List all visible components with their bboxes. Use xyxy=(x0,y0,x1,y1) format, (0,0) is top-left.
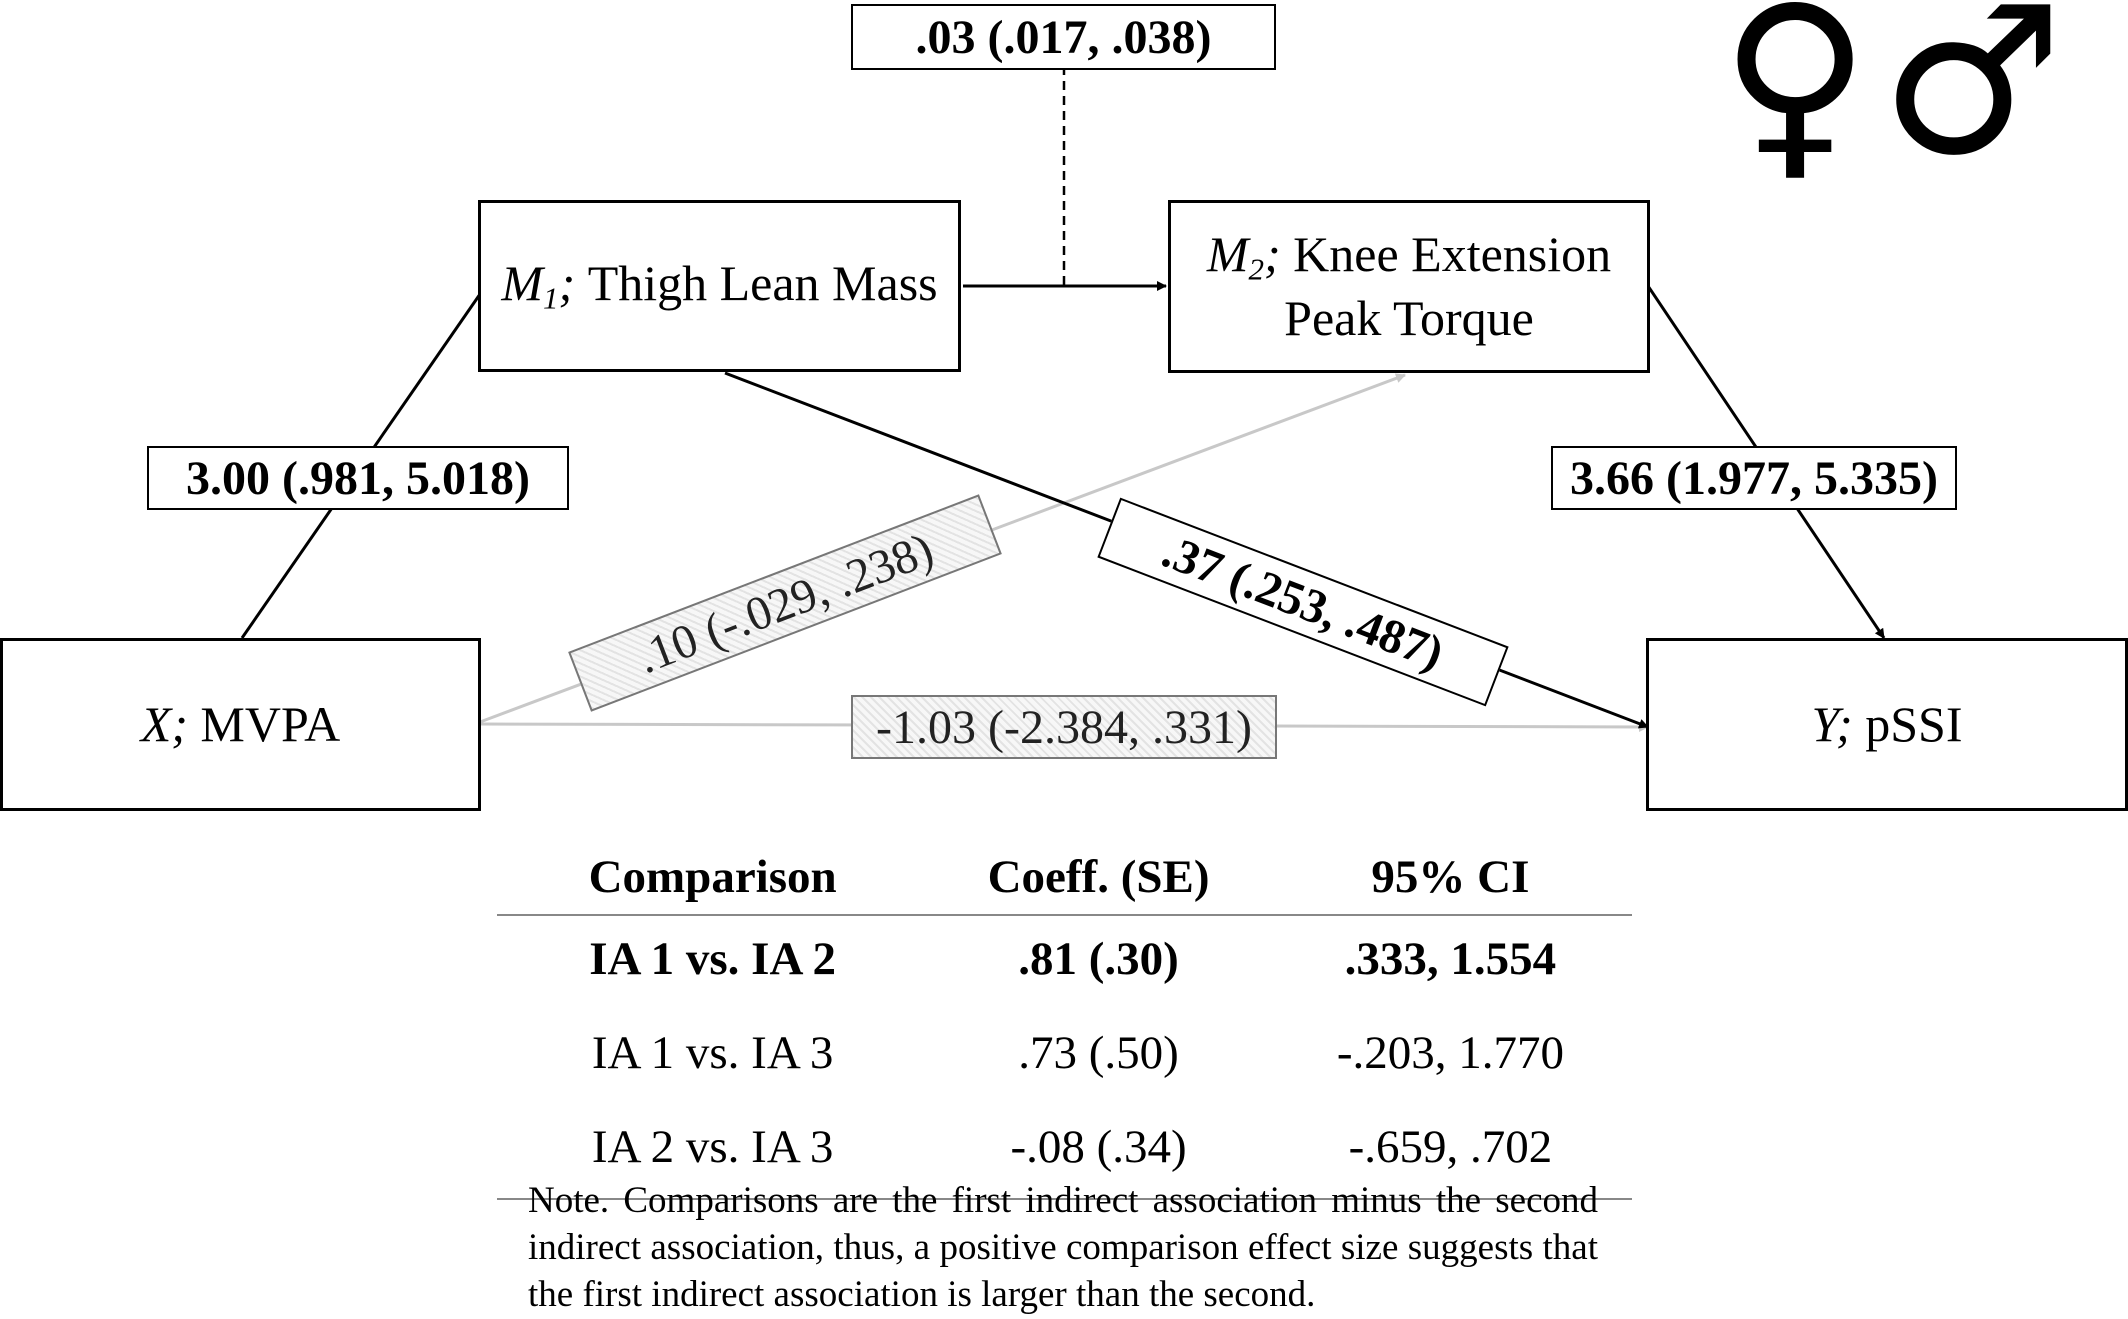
node-x-box: X; MVPA xyxy=(0,638,481,811)
table-note: Note. Comparisons are the first indirect… xyxy=(528,1180,1598,1315)
table-cell-coeff: .81 (.30) xyxy=(1018,933,1179,985)
node-m2-sub: 2 xyxy=(1248,252,1265,288)
comparison-table: Comparison Coeff. (SE) 95% CI IA 1 vs. I… xyxy=(497,838,1632,1200)
table-cell-comparison: IA 1 vs. IA 3 xyxy=(591,1027,834,1079)
table-row: IA 2 vs. IA 3 -.08 (.34) -.659, .702 xyxy=(497,1104,1632,1200)
node-m1-label: Thigh Lean Mass xyxy=(587,255,938,312)
path-m1-m2-label: .03 (.017, .038) xyxy=(851,4,1276,70)
node-m1-sub: 1 xyxy=(543,281,559,317)
path-m2-y-label: 3.66 (1.977, 5.335) xyxy=(1551,446,1957,510)
table-header-coeff: Coeff. (SE) xyxy=(928,838,1269,916)
table-header-ci: 95% CI xyxy=(1268,838,1632,916)
path-x-y-label: -1.03 (-2.384, .331) xyxy=(851,695,1277,759)
table-cell-ci: -.659, .702 xyxy=(1268,1104,1632,1200)
table-cell-comparison: IA 1 vs. IA 2 xyxy=(589,933,837,985)
table-cell-ci: -.203, 1.770 xyxy=(1336,1027,1564,1079)
male-symbol-icon: ♂ xyxy=(1880,0,2064,201)
node-m1-box: M1; Thigh Lean Mass xyxy=(478,200,961,372)
table-cell-coeff: -.08 (.34) xyxy=(928,1104,1269,1200)
node-m1-var: M xyxy=(501,255,544,312)
node-y-box: Y; pSSI xyxy=(1646,638,2128,811)
table-cell-coeff: .73 (.50) xyxy=(1018,1027,1179,1079)
node-m2-label-line2: Peak Torque xyxy=(1284,289,1534,346)
node-m2-var: M xyxy=(1206,226,1249,283)
female-symbol-icon: ♀ xyxy=(1720,0,1871,201)
table-header-row: Comparison Coeff. (SE) 95% CI xyxy=(497,838,1632,916)
node-m2-label-line1: Knee Extension xyxy=(1293,226,1612,283)
path-x-m1-label: 3.00 (.981, 5.018) xyxy=(147,446,569,510)
node-m1-sep: ; xyxy=(558,255,576,312)
node-y-var: Y; xyxy=(1811,696,1853,752)
table-header-comparison: Comparison xyxy=(497,838,929,916)
table-cell-comparison: IA 2 vs. IA 3 xyxy=(497,1104,929,1200)
table-row: IA 1 vs. IA 2 .81 (.30) .333, 1.554 xyxy=(497,915,1632,1010)
node-x-label: MVPA xyxy=(200,696,341,752)
table-cell-ci: .333, 1.554 xyxy=(1344,933,1557,985)
node-m2-sep: ; xyxy=(1264,226,1281,283)
node-y-label: pSSI xyxy=(1865,696,1963,752)
table-row: IA 1 vs. IA 3 .73 (.50) -.203, 1.770 xyxy=(497,1010,1632,1104)
node-x-var: X; xyxy=(140,696,188,752)
